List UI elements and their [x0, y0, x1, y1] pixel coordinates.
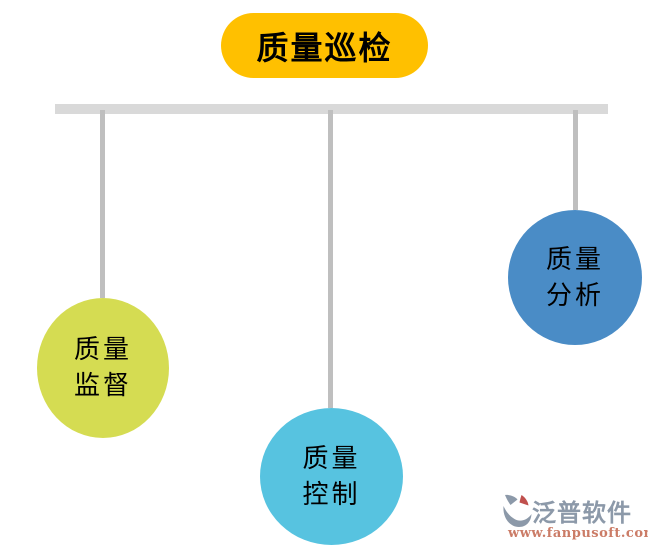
node-quality-control-label: 质量 控制 [302, 441, 360, 513]
fanpu-watermark-row: 泛普软件 [502, 493, 646, 528]
node-label-line: 质量 [73, 335, 132, 365]
fanpu-watermark: 泛普软件 www.fanpusoft.com [502, 493, 648, 541]
node-quality-supervision: 质量 监督 [37, 298, 169, 438]
connector-line-supervision [100, 110, 105, 298]
node-label-line: 控制 [302, 479, 361, 510]
root-node-label: 质量巡检 [256, 29, 393, 66]
node-label-line: 质量 [302, 443, 361, 474]
connector-line-control [328, 110, 333, 408]
node-label-line: 质量 [545, 244, 604, 275]
brand-name: 泛普软件 [532, 498, 632, 527]
node-quality-analysis-label: 质量 分析 [546, 242, 604, 314]
fanpu-logo-icon [503, 494, 532, 527]
root-node: 质量巡检 [221, 13, 428, 78]
connector-line-analysis [573, 110, 578, 210]
node-label-line: 监督 [73, 371, 132, 401]
connector-horizontal-bar [55, 104, 608, 114]
node-quality-analysis: 质量 分析 [508, 210, 642, 345]
node-label-line: 分析 [545, 280, 604, 311]
brand-url: www.fanpusoft.com [508, 526, 648, 541]
node-quality-control: 质量 控制 [260, 408, 403, 545]
node-quality-supervision-label: 质量 监督 [74, 332, 132, 404]
